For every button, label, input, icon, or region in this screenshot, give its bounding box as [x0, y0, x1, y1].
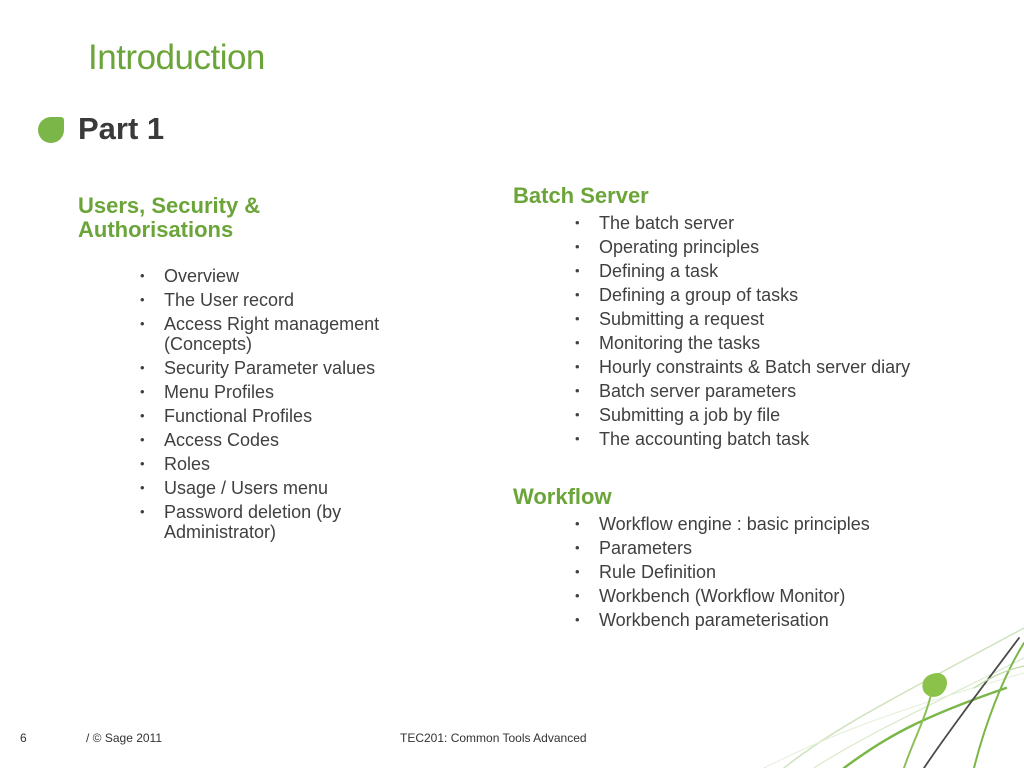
list-item: Monitoring the tasks [575, 333, 995, 353]
list-item: Security Parameter values [140, 358, 440, 378]
left-bullet-list: OverviewThe User recordAccess Right mana… [140, 266, 440, 546]
list-item: Workbench (Workflow Monitor) [575, 586, 995, 606]
workflow-section-heading: Workflow [513, 484, 612, 509]
list-item: Overview [140, 266, 440, 286]
part-bullet-icon [38, 117, 64, 143]
list-item: Parameters [575, 538, 995, 558]
list-item: Rule Definition [575, 562, 995, 582]
list-item: Submitting a request [575, 309, 995, 329]
list-item: Batch server parameters [575, 381, 995, 401]
leaf-icon [922, 672, 948, 697]
list-item: Password deletion (by Administrator) [140, 502, 440, 542]
list-item: Operating principles [575, 237, 995, 257]
part-title: Part 1 [78, 111, 165, 146]
workflow-bullet-list: Workflow engine : basic principlesParame… [575, 514, 995, 634]
list-item: Defining a task [575, 261, 995, 281]
batch-bullet-list: The batch serverOperating principlesDefi… [575, 213, 995, 453]
left-heading-line1: Users, Security & [78, 193, 261, 218]
list-item: Defining a group of tasks [575, 285, 995, 305]
left-heading-line2: Authorisations [78, 217, 234, 242]
list-item: Access Right management (Concepts) [140, 314, 440, 354]
list-item: The accounting batch task [575, 429, 995, 449]
slide-title: Introduction [88, 38, 265, 77]
list-item: Usage / Users menu [140, 478, 440, 498]
course-title: TEC201: Common Tools Advanced [400, 731, 587, 745]
list-item: Menu Profiles [140, 382, 440, 402]
list-item: Workflow engine : basic principles [575, 514, 995, 534]
list-item: Functional Profiles [140, 406, 440, 426]
batch-section-heading: Batch Server [513, 183, 649, 208]
list-item: Submitting a job by file [575, 405, 995, 425]
copyright-text: / © Sage 2011 [86, 731, 163, 745]
list-item: Roles [140, 454, 440, 474]
list-item: Hourly constraints & Batch server diary [575, 357, 995, 377]
left-section-heading: Users, Security & Authorisations [78, 194, 378, 242]
list-item: Access Codes [140, 430, 440, 450]
list-item: Workbench parameterisation [575, 610, 995, 630]
page-number: 6 [20, 731, 27, 745]
decorative-swoosh-graphic [763, 627, 1024, 768]
list-item: The User record [140, 290, 440, 310]
list-item: The batch server [575, 213, 995, 233]
